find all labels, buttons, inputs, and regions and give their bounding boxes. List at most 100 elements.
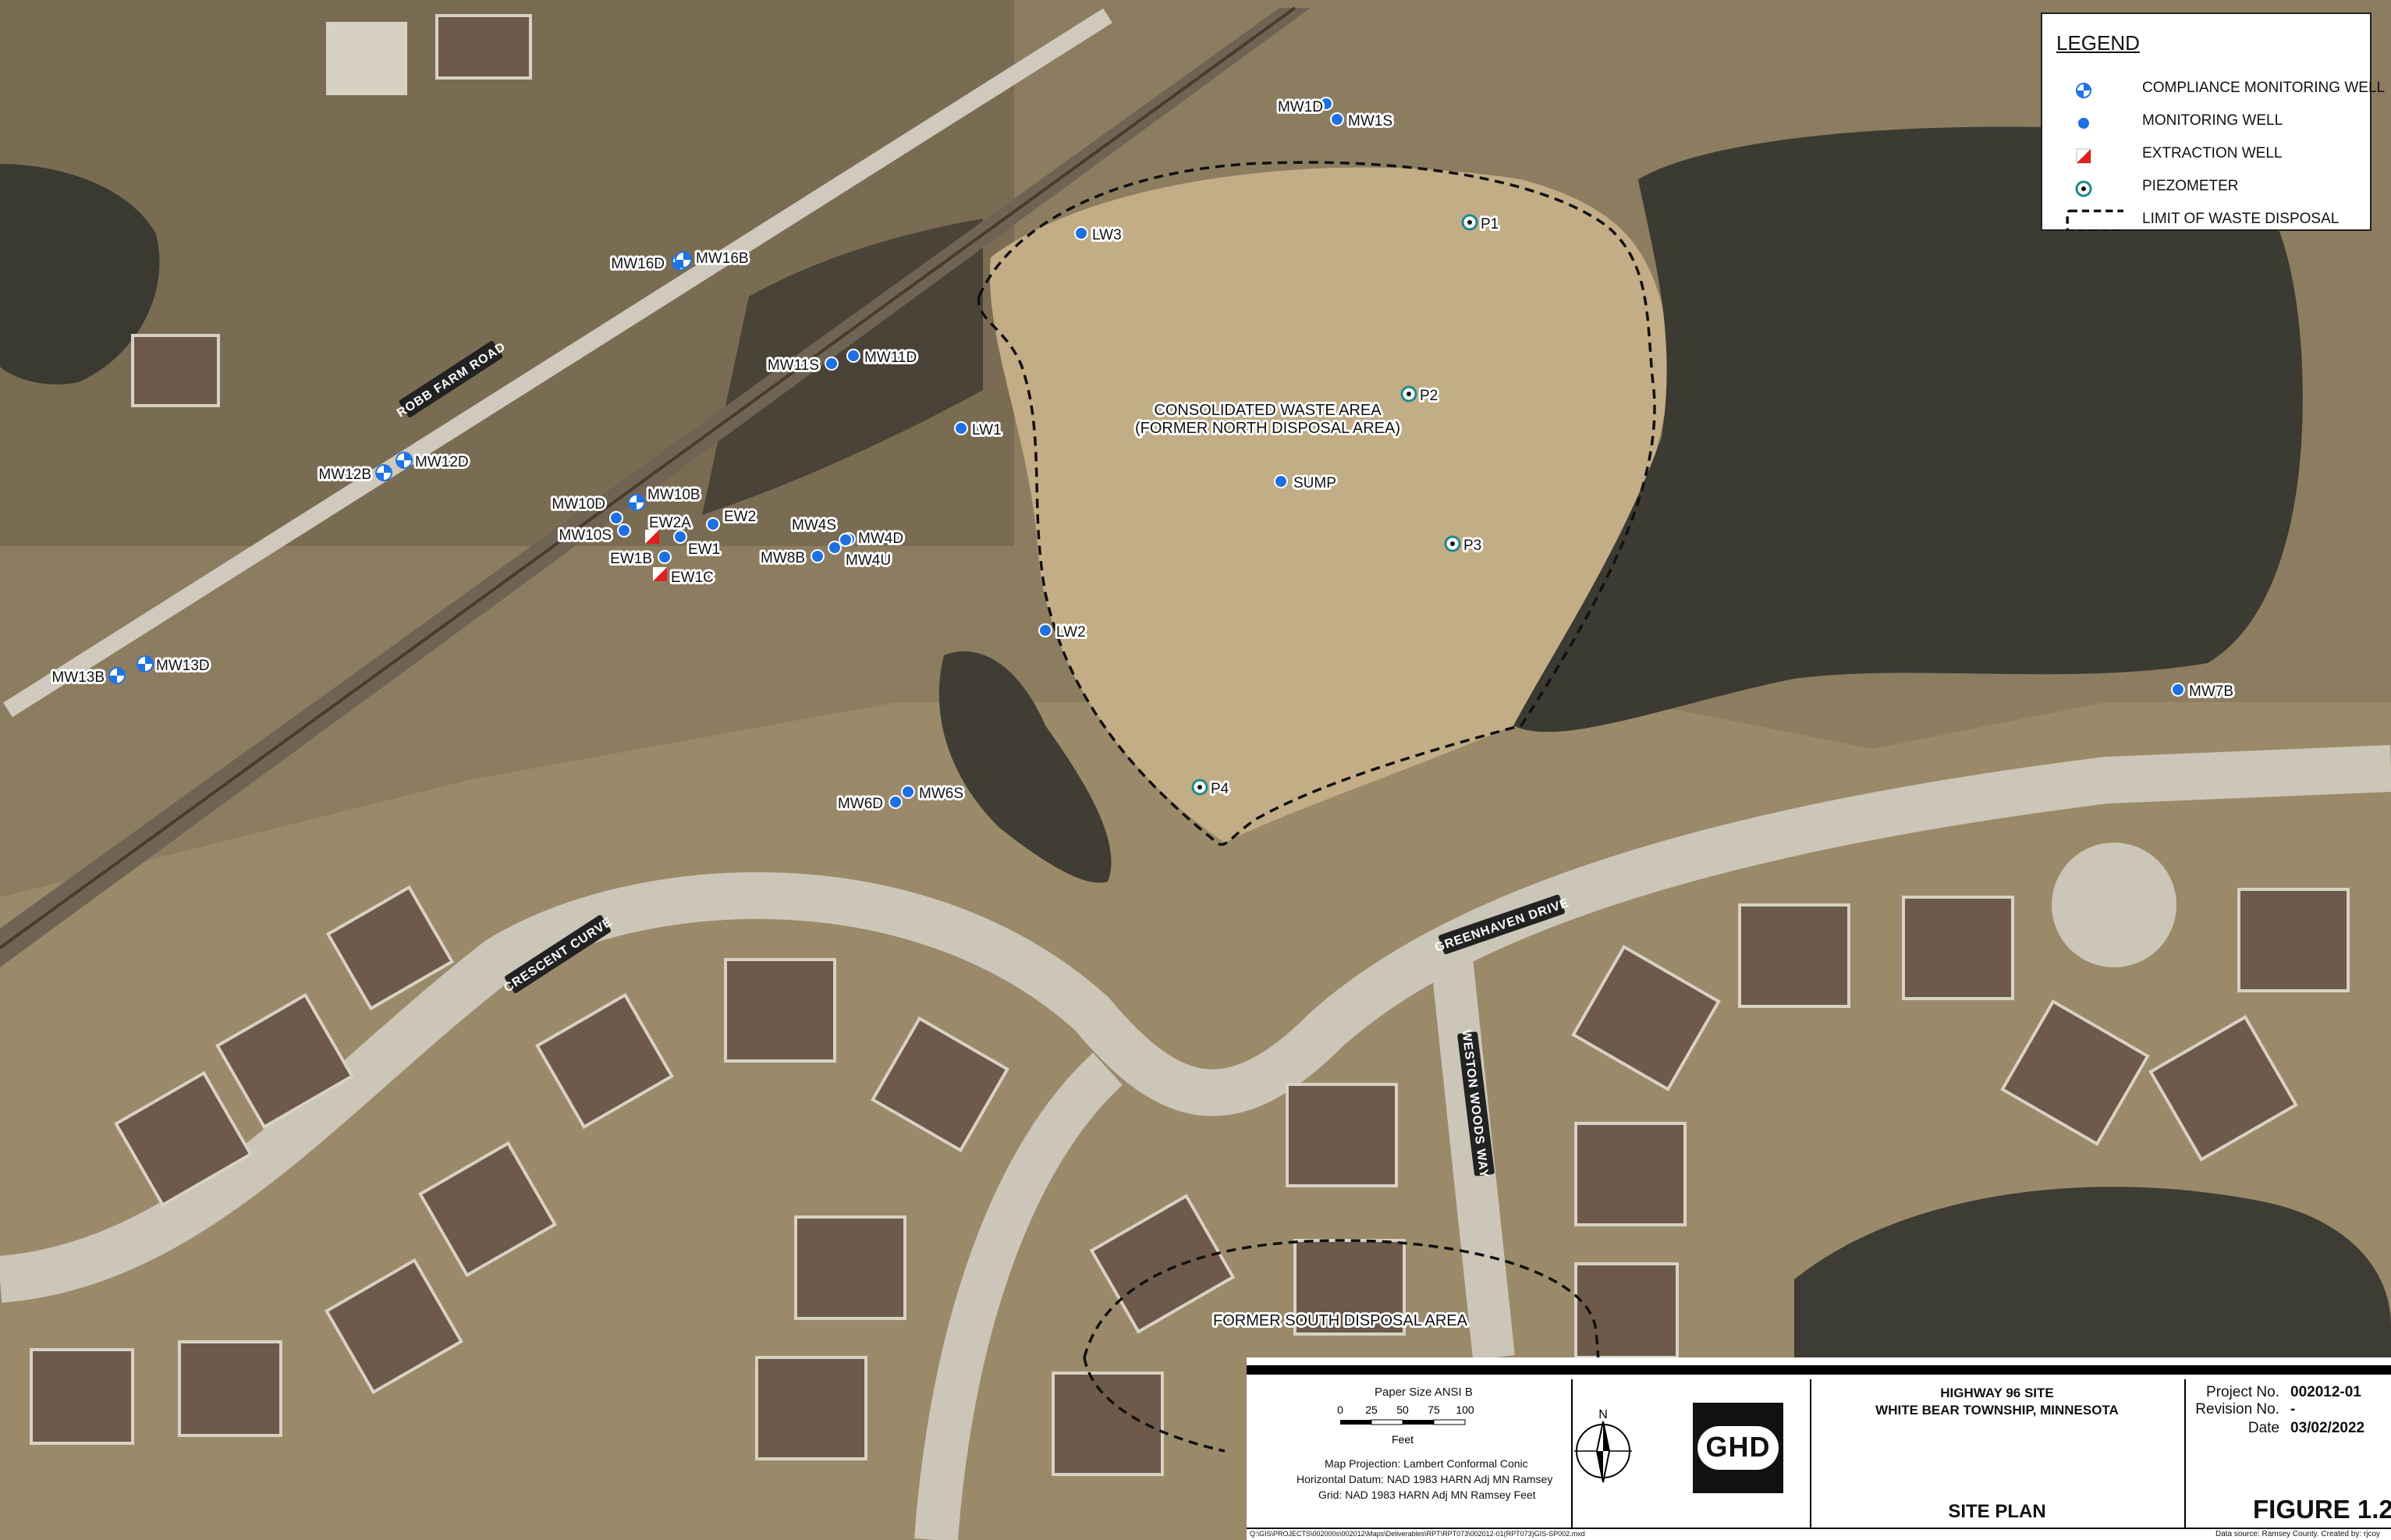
pond-southeast <box>1794 1187 2391 1365</box>
well-label-mw1s: MW1S <box>1348 113 1392 130</box>
well-label-mw12b: MW12B <box>318 467 371 483</box>
well-marker-mw8b: MW8B <box>758 548 825 569</box>
well-label-mw6d: MW6D <box>838 796 883 812</box>
legend-item-monitoring: MONITORING WELL <box>2042 106 2370 137</box>
figure-number: FIGURE 1.2 <box>2253 1495 2391 1524</box>
monitoring-well-icon <box>2077 116 2091 130</box>
well-marker-mw10d: MW10D <box>549 494 623 525</box>
well-marker-mw1s: MW1S <box>1330 111 1395 132</box>
monitoring-well-icon <box>673 530 687 544</box>
monitoring-well-icon <box>658 550 672 564</box>
well-label-mw8b: MW8B <box>761 550 805 566</box>
compliance-well-icon <box>628 494 645 511</box>
legend-title: LEGEND <box>2056 31 2140 55</box>
waste-field <box>989 167 1670 843</box>
south-arc-road <box>914 1052 1123 1540</box>
well-marker-ew1b: EW1B <box>608 548 672 570</box>
well-marker-ew1: EW1 <box>673 530 722 560</box>
legend-label: LIMIT OF WASTE DISPOSAL <box>2142 211 2340 227</box>
monitoring-well-icon <box>706 517 720 531</box>
piezometer-icon <box>1444 535 1461 552</box>
scale-tick: 75 <box>1428 1403 1440 1416</box>
monitoring-well-icon <box>846 349 860 363</box>
date-value: 03/02/2022 <box>2290 1420 2365 1436</box>
piezometer-icon <box>2075 180 2092 197</box>
title-block-divider <box>2184 1379 2186 1528</box>
ghd-logo: GHD <box>1693 1403 1783 1493</box>
area-label-consolidated: CONSOLIDATED WASTE AREA <box>1154 402 1382 419</box>
legend-label: MONITORING WELL <box>2142 112 2283 129</box>
well-label-ew2a: EW2A <box>649 515 691 531</box>
monitoring-well-icon <box>1274 474 1288 488</box>
revision-label: Revision No. <box>2195 1401 2279 1418</box>
well-label-mw11s: MW11S <box>768 357 819 374</box>
compliance-well-icon <box>2076 83 2091 98</box>
scale-unit: Feet <box>1392 1433 1414 1446</box>
file-path: Q:\GIS\PROJECTS\002000s\002012\Maps\Deli… <box>1250 1530 1585 1538</box>
well-marker-mw4d: MW4D <box>839 528 906 549</box>
well-label-mw11d: MW11D <box>864 350 917 366</box>
compliance-well-icon <box>675 251 692 268</box>
monitoring-well-icon <box>811 549 825 563</box>
pond-northeast <box>1513 126 2303 733</box>
well-label-lw1: LW1 <box>972 422 1002 438</box>
extraction-well-icon <box>653 567 667 581</box>
title-block-baseline <box>1247 1528 2391 1529</box>
well-marker-mw10b: MW10B <box>628 484 703 511</box>
scale-tick: 25 <box>1365 1403 1378 1416</box>
well-label-mw7b: MW7B <box>2189 683 2233 700</box>
well-marker-mw6d: MW6D <box>835 793 903 814</box>
well-label-ew2: EW2 <box>724 509 756 525</box>
monitoring-well-icon <box>1330 112 1344 126</box>
north-arrow-icon: N <box>1574 1408 1632 1483</box>
legend-label: COMPLIANCE MONITORING WELL <box>2142 80 2386 96</box>
scale-tick: 0 <box>1337 1403 1343 1416</box>
well-marker-mw12d: MW12D <box>396 452 471 473</box>
rail-track <box>0 6 1297 949</box>
monitoring-well-icon <box>1038 623 1052 637</box>
piezometer-icon <box>1400 385 1417 403</box>
waste-limit-south <box>1083 1239 1600 1382</box>
site-location: WHITE BEAR TOWNSHIP, MINNESOTA <box>1875 1403 2119 1418</box>
scale-tick: 50 <box>1396 1403 1409 1416</box>
well-marker-mw1d: MW1D <box>1275 97 1333 118</box>
well-marker-mw11s: MW11S <box>765 355 839 376</box>
monitoring-well-icon <box>609 511 623 525</box>
well-marker-p4: P4 <box>1191 779 1232 800</box>
extraction-well-icon <box>2076 148 2091 164</box>
well-marker-mw13d: MW13D <box>137 655 212 676</box>
well-label-ew1c: EW1C <box>671 570 714 586</box>
well-label-mw1d: MW1D <box>1278 99 1323 115</box>
legend-label: EXTRACTION WELL <box>2142 145 2283 161</box>
area-label-former-south: FORMER SOUTH DISPOSAL AREA <box>1213 1312 1468 1329</box>
well-marker-mw12b: MW12B <box>316 464 392 485</box>
houses <box>30 14 2350 1476</box>
title-block-rule <box>1247 1365 2391 1375</box>
pond-central <box>938 651 1112 883</box>
extraction-well-icon <box>645 530 659 544</box>
well-label-mw12d: MW12D <box>415 454 469 470</box>
well-marker-lw3: LW3 <box>1074 225 1124 246</box>
well-marker-lw2: LW2 <box>1038 622 1088 643</box>
crescent-greenhaven-road <box>0 745 2391 1303</box>
well-label-mw13d: MW13D <box>156 658 210 674</box>
legend-item-piezometer: PIEZOMETER <box>2042 172 2370 203</box>
well-marker-mw4u: MW4U <box>828 541 893 571</box>
monitoring-well-icon <box>839 533 853 547</box>
monitoring-well-icon <box>2171 683 2185 697</box>
project-no-label: Project No. <box>2206 1384 2279 1400</box>
well-label-mw4u: MW4U <box>846 552 891 569</box>
railroad <box>0 8 1311 967</box>
well-label-lw3: LW3 <box>1092 227 1122 243</box>
well-marker-ew2: EW2 <box>706 506 758 531</box>
compliance-well-icon <box>108 667 126 684</box>
well-label-mw16d: MW16D <box>611 256 665 272</box>
plan-title: SITE PLAN <box>1948 1501 2046 1522</box>
monitoring-well-icon <box>828 541 842 555</box>
well-label-p2: P2 <box>1420 388 1438 404</box>
well-marker-p1: P1 <box>1461 214 1501 235</box>
well-label-mw16b: MW16B <box>696 250 749 267</box>
logo-text: GHD <box>1705 1431 1771 1463</box>
